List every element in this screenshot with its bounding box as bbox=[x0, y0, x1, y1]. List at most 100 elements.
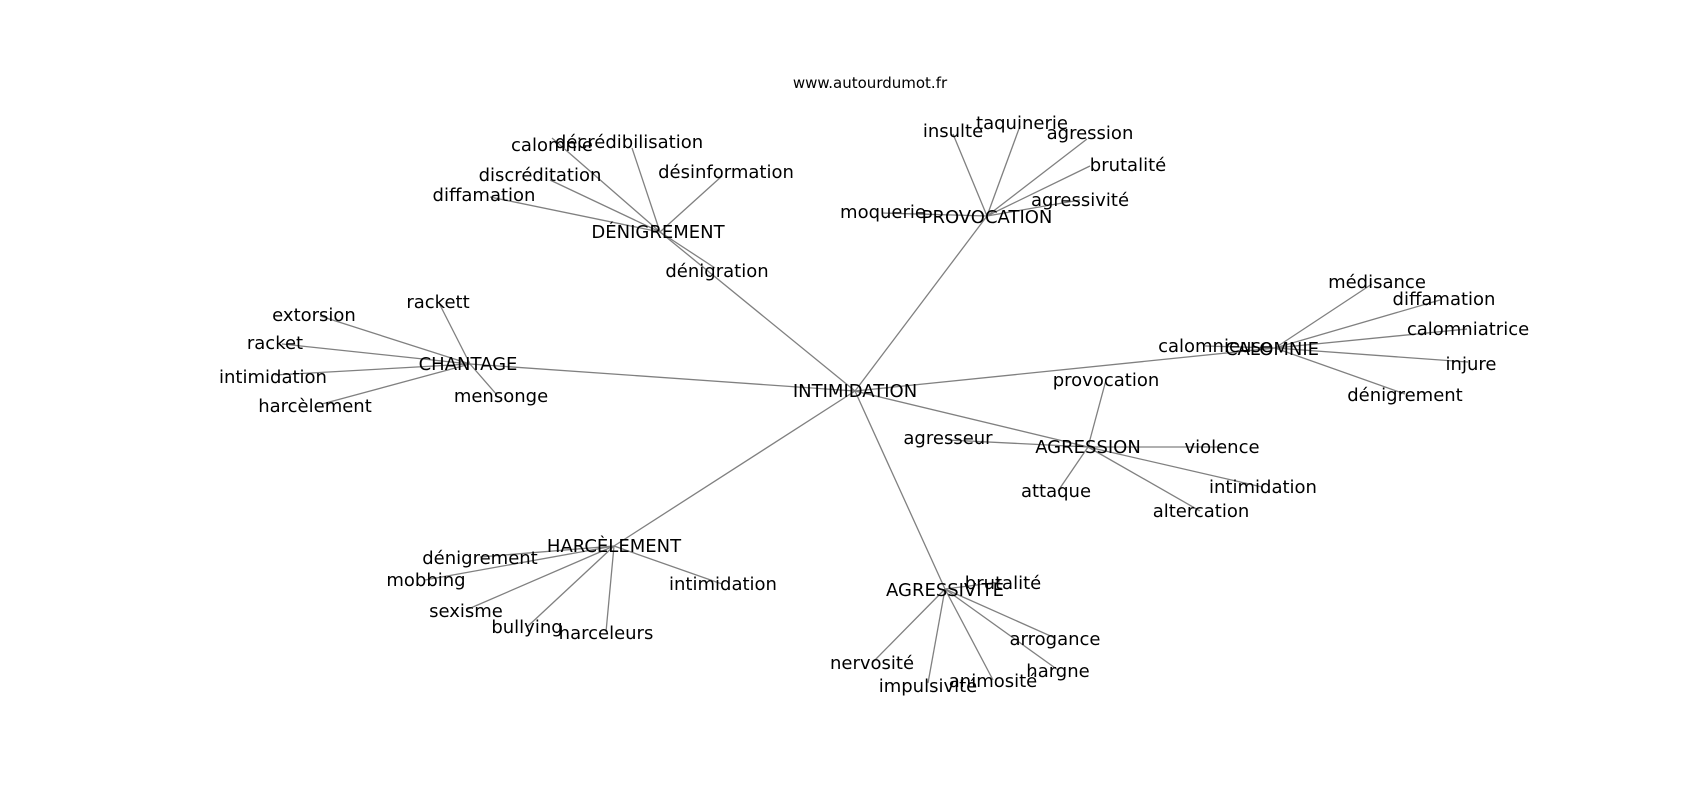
edge-denigrement-discreditation bbox=[549, 179, 661, 233]
node-agressivite: AGRESSIVITÉ bbox=[886, 579, 1004, 601]
leaf-rackett: rackett bbox=[406, 292, 469, 313]
leaf-moquerie: moquerie bbox=[840, 202, 926, 223]
edge-agression-intimidation bbox=[1087, 446, 1263, 488]
leaf-violence: violence bbox=[1184, 437, 1259, 458]
edge-harcelement-sexisme bbox=[465, 545, 615, 611]
edge-chantage-intimidation bbox=[274, 363, 471, 376]
leaf-racket: racket bbox=[247, 333, 303, 354]
edge-harcelement-bullying bbox=[526, 545, 615, 628]
leaf-calomnieuse: calomnieuse bbox=[1158, 336, 1272, 357]
edge-intimidation-harcelement bbox=[613, 390, 856, 547]
leaf-harcelement: harcèlement bbox=[258, 396, 372, 417]
node-chantage: CHANTAGE bbox=[419, 354, 518, 375]
leaf-injure: injure bbox=[1446, 354, 1497, 375]
edge-provocation-agressivite bbox=[986, 199, 1081, 217]
leaf-harceleurs: harceleurs bbox=[559, 623, 654, 644]
edge-intimidation-provocation bbox=[854, 215, 988, 392]
leaf-bullying: bullying bbox=[491, 617, 562, 638]
edge-harcelement-denigrement bbox=[479, 545, 615, 558]
edge-intimidation-denigrement bbox=[659, 231, 856, 392]
leaf-nervosite: nervosité bbox=[830, 653, 914, 674]
edge-intimidation-calomnie bbox=[854, 347, 1276, 392]
edge-denigrement-desinformation bbox=[659, 175, 723, 233]
leaf-intimidation: intimidation bbox=[1209, 477, 1317, 498]
leaf-altercation: altercation bbox=[1153, 501, 1250, 522]
edge-agression-altercation bbox=[1087, 446, 1201, 512]
leaf-brutalite: brutalité bbox=[1090, 155, 1166, 176]
edge-intimidation-chantage bbox=[469, 363, 856, 392]
leaf-medisance: médisance bbox=[1328, 272, 1426, 293]
edge-agressivite-animosite bbox=[944, 588, 994, 681]
edge-agressivite-hargne bbox=[944, 588, 1059, 671]
leaf-calomnie: calomnie bbox=[511, 135, 593, 156]
node-provocation: PROVOCATION bbox=[922, 207, 1053, 228]
leaf-denigrement: dénigrement bbox=[422, 548, 538, 569]
edge-denigrement-diffamation bbox=[489, 196, 661, 233]
leaf-agresseur: agresseur bbox=[903, 428, 993, 449]
edge-denigrement-decredibilisation bbox=[631, 147, 661, 233]
edges bbox=[274, 125, 1469, 684]
leaf-attaque: attaque bbox=[1021, 481, 1091, 502]
leaf-hargne: hargne bbox=[1026, 661, 1089, 682]
leaf-agression: agression bbox=[1047, 123, 1134, 144]
edge-calomnie-denigrement bbox=[1274, 347, 1406, 395]
node-agression: AGRESSION bbox=[1035, 437, 1141, 458]
leaf-mobbing: mobbing bbox=[386, 570, 465, 591]
edge-calomnie-calomnieuse bbox=[1204, 345, 1276, 349]
edge-chantage-racket bbox=[281, 343, 471, 365]
edge-provocation-brutalite bbox=[986, 165, 1091, 217]
leaf-desinformation: désinformation bbox=[658, 162, 794, 183]
leaf-animosite: animosité bbox=[949, 671, 1038, 692]
edge-chantage-rackett bbox=[439, 304, 471, 365]
leaf-intimidation: intimidation bbox=[669, 574, 777, 595]
leaf-brutalite: brutalité bbox=[965, 573, 1041, 594]
edge-intimidation-agressivite bbox=[854, 390, 946, 590]
edge-chantage-mensonge bbox=[469, 363, 498, 396]
leaf-denigrement: dénigrement bbox=[1347, 385, 1463, 406]
leaf-discreditation: discréditation bbox=[479, 165, 602, 186]
leaf-intimidation: intimidation bbox=[219, 367, 327, 388]
node-intimidation: INTIMIDATION bbox=[793, 381, 917, 402]
leaf-extorsion: extorsion bbox=[272, 305, 356, 326]
edge-agression-attaque bbox=[1057, 446, 1089, 492]
leaf-diffamation: diffamation bbox=[1393, 289, 1496, 310]
leaf-mensonge: mensonge bbox=[454, 386, 548, 407]
edge-chantage-harcelement bbox=[321, 363, 471, 405]
source-credit: www.autourdumot.fr bbox=[793, 74, 948, 92]
edge-harcelement-mobbing bbox=[424, 545, 615, 581]
edge-denigrement-denigration bbox=[659, 231, 716, 269]
leaf-agressivite: agressivité bbox=[1031, 190, 1129, 211]
leaf-impulsivite: impulsivité bbox=[879, 676, 978, 697]
edge-provocation-moquerie bbox=[881, 212, 988, 217]
edge-agression-agresseur bbox=[947, 439, 1089, 448]
leaf-insulte: insulte bbox=[923, 121, 983, 142]
leaf-provocation: provocation bbox=[1053, 370, 1160, 391]
edge-provocation-insulte bbox=[952, 133, 988, 217]
edge-harcelement-intimidation bbox=[613, 545, 723, 585]
leaf-arrogance: arrogance bbox=[1010, 629, 1101, 650]
edge-agressivite-nervosite bbox=[871, 588, 946, 664]
leaf-decredibilisation: décrédibilisation bbox=[555, 132, 703, 153]
edge-agression-provocation bbox=[1087, 379, 1107, 448]
edge-intimidation-agression bbox=[854, 390, 1089, 448]
leaf-calomniatrice: calomniatrice bbox=[1407, 319, 1529, 340]
leaf-taquinerie: taquinerie bbox=[976, 113, 1068, 134]
edge-harcelement-harceleurs bbox=[605, 545, 615, 633]
edge-provocation-taquinerie bbox=[986, 125, 1021, 217]
edge-chantage-extorsion bbox=[319, 315, 471, 365]
edge-agressivite-brutalite bbox=[944, 581, 1001, 590]
node-denigrement: DÉNIGREMENT bbox=[591, 221, 725, 243]
leaf-diffamation: diffamation bbox=[433, 185, 536, 206]
edge-agressivite-arrogance bbox=[944, 588, 1056, 639]
edge-calomnie-medisance bbox=[1274, 283, 1373, 349]
labels: INTIMIDATION DÉNIGREMENT PROVOCATION CHA… bbox=[219, 113, 1529, 697]
edge-calomnie-diffamation bbox=[1274, 299, 1441, 349]
edge-provocation-agression bbox=[986, 138, 1088, 217]
node-harcelement: HARCÈLEMENT bbox=[547, 535, 682, 557]
node-calomnie: CALOMNIE bbox=[1225, 339, 1319, 360]
edge-calomnie-calomniatrice bbox=[1274, 328, 1468, 349]
edge-calomnie-injure bbox=[1274, 347, 1469, 363]
edge-denigrement-calomnie bbox=[551, 137, 661, 233]
edge-agressivite-impulsivite bbox=[927, 588, 946, 684]
